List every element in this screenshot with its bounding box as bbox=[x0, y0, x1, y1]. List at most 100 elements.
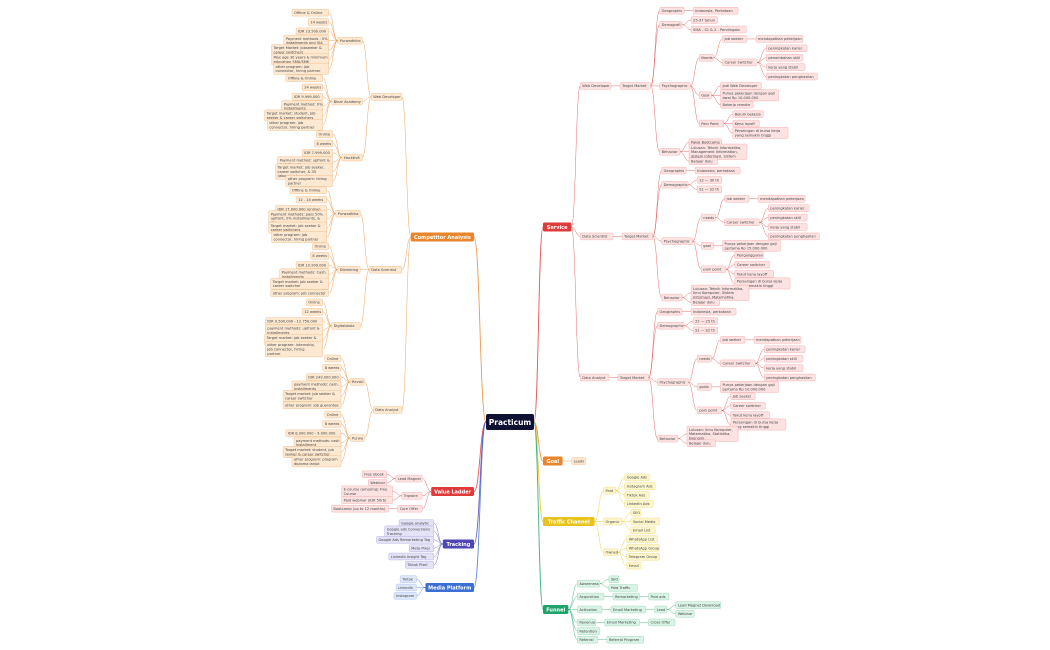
node-offline-online[interactable]: Offline & Online bbox=[289, 186, 327, 194]
node-bootcamp-up-to-12-months[interactable]: Bootcamp (up to 12 months) bbox=[331, 505, 389, 513]
node-email-list[interactable]: Email List bbox=[630, 526, 656, 534]
node-retention[interactable]: Retention bbox=[577, 627, 601, 635]
node-tiktok[interactable]: Tiktok bbox=[399, 575, 417, 583]
node-offline-online[interactable]: Offline & Online bbox=[285, 74, 323, 82]
node-payment-methods-upfront-instal[interactable]: payment methods: upfront &installments bbox=[265, 324, 323, 337]
node-behavior[interactable]: Behavior bbox=[657, 434, 679, 443]
node-behavior[interactable]: Behavior bbox=[661, 293, 683, 302]
node-pain-point[interactable]: pain point bbox=[697, 406, 722, 415]
node-demographic[interactable]: Demographic bbox=[657, 322, 685, 330]
node-remarketing[interactable]: Remarketing bbox=[612, 592, 640, 601]
node-job-seeker[interactable]: Job seeker bbox=[722, 35, 748, 43]
branch-value[interactable]: Value Ladder bbox=[431, 487, 474, 496]
node-needs[interactable]: Needs bbox=[699, 54, 714, 62]
node-8-weeks[interactable]: 8 weeks bbox=[322, 364, 342, 372]
node-revenue[interactable]: Revenue bbox=[577, 618, 596, 627]
node-data-analyst[interactable]: Data Analyst bbox=[580, 373, 610, 382]
node-indonesia-perkotaan[interactable]: Indonesia, perkotaan bbox=[694, 166, 741, 175]
node-idr-8-000-000-9-000-000[interactable]: IDR 8.000.000 - 9.000.000 bbox=[285, 429, 342, 437]
node-mendapatkan-pekerjaan[interactable]: mendapatkan pekerjaan bbox=[753, 336, 802, 344]
branch-funnel[interactable]: Funnel bbox=[543, 605, 569, 614]
node-peningkatan-karier[interactable]: peningkatan karier bbox=[768, 204, 810, 212]
node-penambahan-skill[interactable]: penambahan skill bbox=[766, 54, 804, 62]
node-psychographic[interactable]: Psychographic bbox=[657, 378, 689, 386]
node-belum-bekerja[interactable]: Belum bekerja bbox=[732, 110, 764, 118]
node-organic[interactable]: Organic bbox=[603, 517, 623, 526]
node-revou[interactable]: RevoU bbox=[349, 378, 365, 386]
node-indonesia-perkotaan[interactable]: Indonesia, perkotaan bbox=[690, 307, 737, 316]
node-peningkatan-skill[interactable]: peningkatan skill bbox=[764, 355, 804, 363]
node-goal[interactable]: goal bbox=[701, 242, 714, 250]
node-whatsapp-list[interactable]: WhatsApp List bbox=[626, 535, 658, 543]
node-google-analytic[interactable]: Google analytic bbox=[398, 519, 434, 527]
node-hacktiv8[interactable]: Hacktiv8 bbox=[341, 153, 363, 162]
node-google-ads-remarketing-tag[interactable]: Google Ads Remarketing Tag bbox=[376, 536, 434, 544]
node-instagram[interactable]: Instagram bbox=[393, 592, 417, 600]
node-lead-magnet-download[interactable]: Lead Magnet Download bbox=[675, 601, 722, 609]
node-whatsapp-group[interactable]: WhatsApp Group bbox=[626, 544, 660, 552]
node-online[interactable]: Online bbox=[324, 410, 342, 419]
node-free-ebook[interactable]: Free ebook bbox=[361, 470, 387, 478]
node-geographis[interactable]: Geographis bbox=[657, 307, 683, 316]
branch-service[interactable]: Service bbox=[543, 222, 572, 232]
node-bekerja-remote[interactable]: Bekerja remote bbox=[720, 101, 754, 109]
node-22-25-th[interactable]: 22 — 25 th bbox=[692, 317, 718, 325]
node-idr-9-500-000-12-750-000[interactable]: IDR 9.500.000 - 12.750.000 bbox=[265, 317, 323, 325]
node-target-market-jobseeker-career[interactable]: Target Market: jobseeker &career switche… bbox=[271, 44, 329, 56]
node-lulusan-teknik-informatika-ilm[interactable]: Lulusan: Teknik Informatika,Ilmu Kompute… bbox=[690, 284, 750, 301]
node-kerja-yang-stabil[interactable]: kerja yang stabil bbox=[768, 223, 808, 231]
node-mendapatkan-pekerjaan[interactable]: mendapatkan pekerjaan bbox=[755, 35, 804, 43]
node-needs[interactable]: needs bbox=[701, 213, 716, 222]
node-online[interactable]: Online bbox=[316, 130, 334, 138]
node-jadi-web-developer[interactable]: Jadi Web Developer bbox=[720, 82, 762, 90]
node-email-marketing[interactable]: Email Marketing bbox=[604, 618, 640, 627]
node-career-switcher[interactable]: Career switcher bbox=[730, 402, 766, 410]
node-needs[interactable]: needs bbox=[697, 355, 712, 363]
node-target-market[interactable]: Target Market bbox=[621, 232, 653, 241]
node-data-analyst[interactable]: Data Analyst bbox=[373, 406, 403, 414]
node-other-program-internship-job-c[interactable]: other program: internship,job connector,… bbox=[265, 341, 323, 358]
node-belajar-dulu[interactable]: Belajar dulu bbox=[690, 298, 720, 306]
node-purwadhika[interactable]: Purwadhika bbox=[335, 209, 361, 218]
node-meta-pixel[interactable]: Meta Pixel bbox=[409, 544, 434, 552]
node-22-30-th[interactable]: 22 — 30 th bbox=[697, 176, 722, 184]
node-target-market-job-seeker-caree[interactable]: Target market: job seeker &career switch… bbox=[270, 277, 329, 290]
node-target-market[interactable]: Target Market bbox=[619, 82, 651, 90]
node-web-developer[interactable]: Web Developer bbox=[580, 82, 612, 90]
node-8-weeks[interactable]: 8 weeks bbox=[310, 252, 329, 260]
node-geographis[interactable]: Geographis bbox=[661, 166, 687, 175]
node-offline-online[interactable]: Offline & Online bbox=[291, 9, 329, 17]
node-geographis[interactable]: Geographis bbox=[659, 7, 685, 15]
node-goal[interactable]: Goal bbox=[699, 91, 712, 99]
node-takut-kena-layoff[interactable]: Takut kena layoff bbox=[734, 270, 774, 278]
node-social-media[interactable]: Social Media bbox=[630, 517, 660, 526]
node-8-weeks[interactable]: 8 weeks bbox=[322, 420, 342, 428]
node-lead-magnet[interactable]: Lead Magnet bbox=[395, 474, 423, 483]
node-referral-program[interactable]: Referral Program bbox=[606, 636, 644, 644]
node-idr-249-000-000[interactable]: IDR 249.000.000 bbox=[306, 373, 342, 381]
node-linkedin-insight-tag[interactable]: LinkedIn Insight Tag bbox=[388, 552, 434, 561]
node-lulusan-ilmu-komputer-matemati[interactable]: Lulusan: Ilmu Komputer,Matematika, Stati… bbox=[686, 425, 739, 442]
node-peningkatan-penghasilan[interactable]: peningkatan penghasilan bbox=[764, 373, 816, 382]
node-webinar[interactable]: Webinar bbox=[368, 479, 387, 487]
node-pain-point[interactable]: pain point bbox=[701, 265, 726, 273]
node-paid-webinar-idr-50rb[interactable]: Paid webinar (IDR 50rb) bbox=[341, 496, 393, 504]
node-12-14-weeks[interactable]: 12 - 14 weeks bbox=[295, 195, 327, 204]
node-sma-s1-2-pendingalo[interactable]: SMA - S1 & 2 - Pendingalo bbox=[690, 25, 747, 34]
node-kerja-yang-stabil[interactable]: kerja yang stabil bbox=[764, 364, 804, 372]
branch-tracking[interactable]: Tracking bbox=[442, 539, 474, 549]
node-behavior[interactable]: Behavior bbox=[659, 148, 681, 156]
node-job-seeker[interactable]: Job seeker bbox=[720, 336, 746, 344]
node-telegram-group[interactable]: Telegram Group bbox=[626, 553, 660, 561]
node-mendapatkan-pekerjaan[interactable]: mendapatkan pekerjaan bbox=[757, 195, 806, 203]
node-web-developer[interactable]: Web Developer bbox=[371, 93, 403, 101]
node-paid-ads[interactable]: Paid ads bbox=[648, 592, 670, 601]
node-online[interactable]: Online bbox=[312, 242, 329, 250]
node-pain-point[interactable]: Pain Point bbox=[699, 119, 724, 128]
